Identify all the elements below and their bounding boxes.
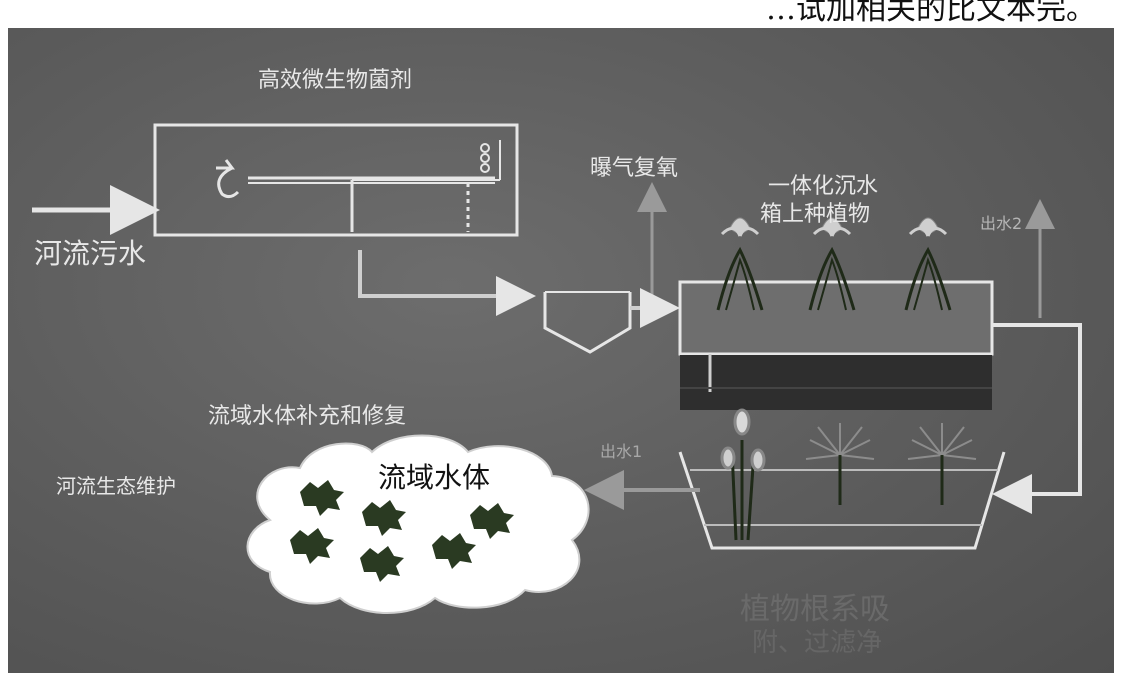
microbe-reactor — [153, 123, 519, 237]
integrated-sedimentation-tank — [678, 280, 994, 410]
label-outlet-1: 出水1 — [600, 442, 643, 461]
label-river-sewage: 河流污水 — [34, 237, 147, 270]
pipe-to-wetland — [992, 323, 1082, 514]
label-tank-plants: 箱上种植物 — [760, 202, 871, 227]
label-integrated-tank: 一体化沉水 — [768, 174, 879, 199]
tank-plants — [716, 217, 952, 311]
label-outlet-2: 出水2 — [980, 214, 1023, 233]
label-microbe-agent: 高效微生物菌剂 — [258, 68, 413, 93]
pipe-to-settler — [358, 250, 536, 316]
label-basin-replenish: 流域水体补充和修复 — [208, 404, 407, 429]
label-plant-absorb-1: 植物根系吸 — [740, 592, 890, 627]
rotation-arrow-icon — [217, 166, 240, 199]
basin-water-cloud — [246, 434, 590, 614]
label-aeration: 曝气复氧 — [590, 156, 679, 181]
top-caption: …试加相关的比文本完。 — [766, 0, 1096, 27]
top-caption-strip: …试加相关的比文本完。 — [0, 0, 1122, 28]
settling-funnel — [543, 292, 632, 354]
wetland-plants — [720, 408, 977, 541]
label-basin-water: 流域水体 — [378, 461, 491, 494]
label-plant-absorb-2: 附、过滤净 — [752, 628, 883, 658]
label-river-maintenance: 河流生态维护 — [56, 474, 176, 498]
